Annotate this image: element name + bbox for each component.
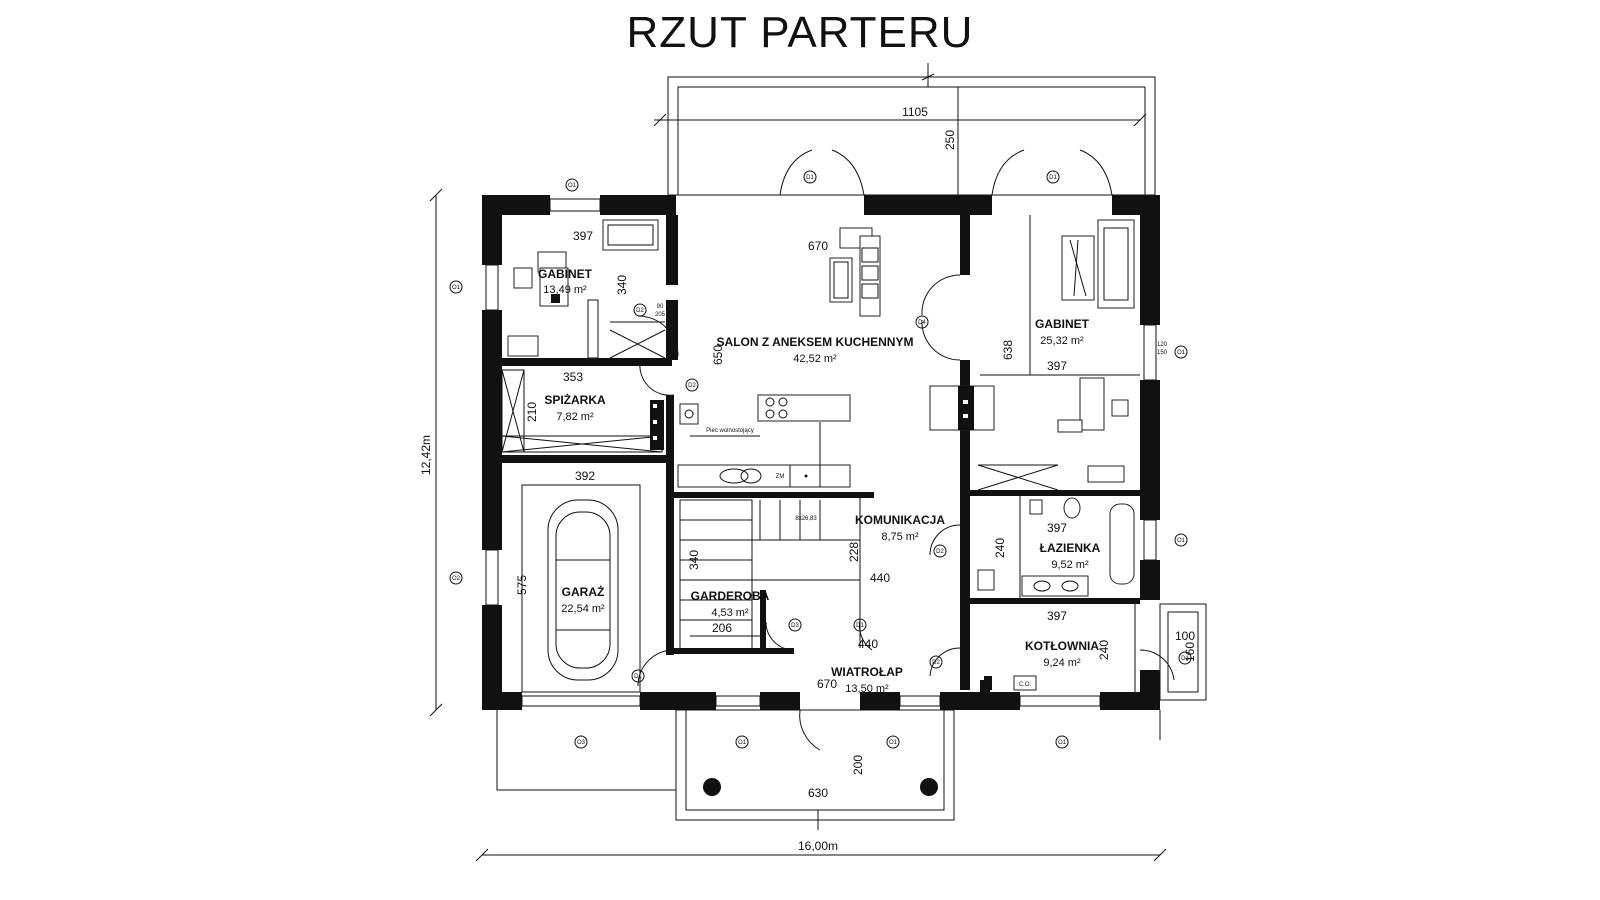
terrace-dimension: [653, 113, 1147, 127]
door-arcs: [637, 149, 1175, 751]
marker-o1-top: O1: [568, 183, 577, 189]
terrace-outline: [667, 63, 1156, 196]
marker-d4-salon: D4: [918, 320, 926, 326]
page-title: RZUT PARTERU: [626, 8, 974, 57]
dim-wardrobe-height: 340: [687, 550, 701, 570]
dim-sideporch-width: 100: [1175, 629, 1195, 643]
stairs: [679, 498, 861, 651]
marker-d1-terrace-a: D1: [806, 175, 814, 181]
boiler-room-fixtures: [984, 604, 1136, 692]
marker-o1-right: O1: [1177, 350, 1186, 356]
room-name-garage: GARAŻ: [562, 584, 605, 599]
interior-walls: [502, 215, 1140, 694]
room-name-corridor: KOMUNIKACJA: [855, 513, 945, 527]
marker-d1-side: D1: [1181, 656, 1189, 662]
dim-wardrobe-width: 206: [712, 621, 732, 635]
dim-office2-width: 397: [1047, 359, 1067, 373]
room-area-corridor: 8,75 m²: [881, 531, 919, 543]
room-name-pantry: SPIŻARKA: [544, 392, 606, 407]
pantry-shelves: [501, 369, 664, 453]
marker-d2-boiler: D2: [932, 660, 940, 666]
room-area-pantry: 7,82 m²: [556, 411, 594, 423]
door-height-note: 205: [655, 312, 666, 318]
room-area-wardrobe: 4,53 m²: [711, 607, 749, 619]
room-name-wardrobe: GARDEROBA: [691, 589, 770, 603]
dim-corridor-height: 228: [847, 542, 861, 562]
overall-dims: [429, 188, 1167, 862]
office2-furniture: [929, 215, 1140, 491]
stove-note: Piec wolnostojący: [706, 428, 754, 434]
dim-bathroom-height: 240: [993, 538, 1007, 558]
dim-porch-depth: 200: [851, 755, 865, 775]
marker-tags: [449, 170, 1192, 749]
marker-o2-left: O2: [452, 576, 461, 582]
room-name-office2: GABINET: [1035, 317, 1090, 331]
marker-d1-corridor: D1: [856, 623, 864, 629]
dim-bathroom-width: 397: [1047, 521, 1067, 535]
stairs-label: 8x26,83: [795, 516, 817, 522]
dim-terrace-width: 1105: [902, 105, 928, 119]
dim-office1-width: 397: [573, 229, 593, 243]
marker-d1-vestibule: D1: [634, 674, 642, 680]
entrance-porch: [496, 709, 1161, 821]
dim-vestibule-width: 670: [817, 677, 837, 691]
marker-o1-bath: O1: [1177, 538, 1186, 544]
room-area-salon: 42,52 m²: [793, 353, 837, 365]
room-area-garage: 22,54 m²: [561, 603, 605, 615]
marker-o1-left: O1: [452, 285, 461, 291]
window-height-note: 150: [1157, 350, 1168, 356]
room-name-salon: SALON Z ANEKSEM KUCHENNYM: [717, 335, 914, 349]
room-name-boiler: KOTŁOWNIA: [1025, 639, 1099, 653]
marker-d2-corridor: D2: [936, 549, 944, 555]
windows: [485, 198, 1157, 707]
room-name-vestibule: WIATROŁAP: [831, 665, 903, 679]
bathroom-fixtures: [977, 496, 1135, 598]
dim-sideporch-height: 160: [1183, 642, 1197, 662]
dim-terrace-depth: 250: [943, 130, 957, 150]
dim-office2-height: 638: [1001, 340, 1015, 360]
room-area-bathroom: 9,52 m²: [1051, 559, 1089, 571]
marker-d2-pantry: D2: [688, 383, 696, 389]
exterior-walls: [482, 195, 1160, 710]
marker-d3-wardrobe: D3: [791, 623, 799, 629]
marker-o1-bottom-b: O1: [889, 740, 898, 746]
dim-pantry-width: 353: [563, 370, 583, 384]
marker-o3-garage: O3: [577, 740, 586, 746]
marker-o1-bottom-a: O1: [738, 740, 747, 746]
boiler-label: C.O.: [1019, 682, 1032, 688]
door-width-note: 90: [657, 304, 664, 310]
dim-pantry-height: 210: [525, 402, 539, 422]
dim-boiler-height: 240: [1097, 640, 1111, 660]
fridge-label: ZM: [776, 474, 785, 480]
dim-boiler-width: 397: [1047, 609, 1067, 623]
dim-total-width: 16,00m: [798, 839, 838, 853]
window-width-note: 120: [1157, 342, 1168, 348]
dim-total-height: 12,42m: [419, 435, 433, 475]
dim-corridor-width2: 440: [858, 637, 878, 651]
room-area-office2: 25,32 m²: [1040, 335, 1084, 347]
dim-garage-height: 575: [515, 575, 529, 595]
side-porch: [1159, 603, 1207, 701]
room-name-bathroom: ŁAZIENKA: [1040, 541, 1101, 555]
dim-porch-width: 630: [808, 786, 828, 800]
room-area-office1: 13,49 m²: [543, 284, 587, 296]
dim-salon-width: 670: [808, 239, 828, 253]
marker-o1-bottom-c: O1: [1058, 740, 1067, 746]
office1-furniture: [507, 219, 666, 359]
room-area-boiler: 9,24 m²: [1043, 657, 1081, 669]
salon-furniture: [677, 227, 881, 488]
dim-salon-height: 650: [711, 345, 725, 365]
room-area-vestibule: 13,50 m²: [845, 683, 889, 695]
dim-corridor-width: 440: [870, 571, 890, 585]
dim-garage-width: 392: [575, 469, 595, 483]
car-symbol: [521, 484, 641, 693]
room-name-office1: GABINET: [538, 267, 593, 281]
marker-d1-terrace-b: D1: [1049, 175, 1057, 181]
dim-office1-height: 340: [615, 275, 629, 295]
marker-d2-office1: D2: [636, 308, 644, 314]
